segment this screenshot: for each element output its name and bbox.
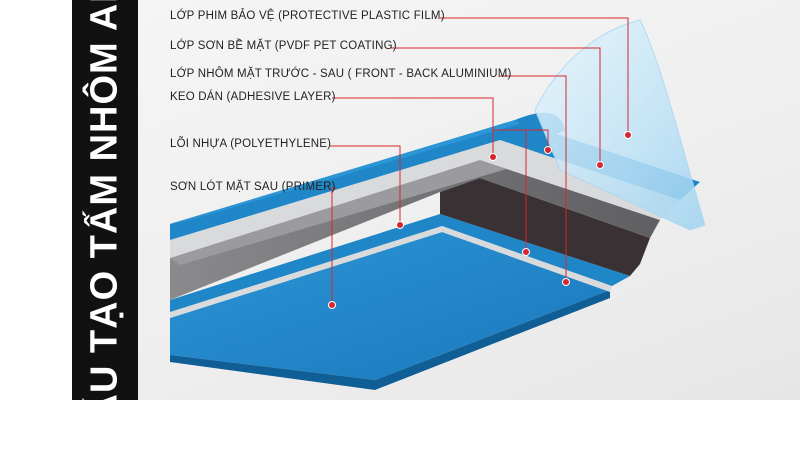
dot-coating <box>596 161 604 169</box>
label-protective-film: LỚP PHIM BẢO VỆ (PROTECTIVE PLASTIC FILM… <box>170 10 445 22</box>
bottom-blue-sheet <box>170 232 610 380</box>
dot-adhesive <box>489 153 497 161</box>
protective-film <box>534 19 706 231</box>
leader-core <box>330 145 401 225</box>
label-polyethylene: LÕI NHỰA (POLYETHYLENE) <box>170 138 332 150</box>
title-band <box>72 0 138 400</box>
leader-adhesive <box>332 97 494 157</box>
label-surface-coating: LỚP SƠN BỀ MẶT (PVDF PET COATING) <box>170 40 397 52</box>
label-primer: SƠN LÓT MẶT SAU (PRIMER) <box>170 181 336 193</box>
dot-aluminium-front <box>544 146 552 154</box>
bottom-silver-edge <box>170 226 612 318</box>
back-aluminium-layer <box>170 214 630 312</box>
leader-film <box>440 17 629 135</box>
dot-primer <box>328 301 336 309</box>
leader-primer <box>331 187 336 305</box>
left-margin <box>0 0 72 400</box>
dot-adhesive-back <box>522 248 530 256</box>
front-blue-top <box>170 118 540 224</box>
dark-core-layer <box>440 178 650 276</box>
core-top-face <box>170 160 510 265</box>
marker-dots <box>328 131 632 309</box>
front-aluminium-silver <box>170 140 680 258</box>
label-adhesive: KEO DÁN (ADHESIVE LAYER) <box>170 91 336 103</box>
label-aluminium: LỚP NHÔM MẶT TRƯỚC - SAU ( FRONT - BACK … <box>170 68 512 80</box>
polyethylene-core <box>170 160 660 300</box>
leader-lines <box>330 17 629 305</box>
leader-aluminium <box>500 75 567 282</box>
leader-coating <box>390 47 601 165</box>
layer-diagram <box>170 17 706 390</box>
leader-adhesive-3 <box>493 129 527 252</box>
dot-film <box>624 131 632 139</box>
dot-core <box>396 221 404 229</box>
dot-aluminium-back <box>562 278 570 286</box>
